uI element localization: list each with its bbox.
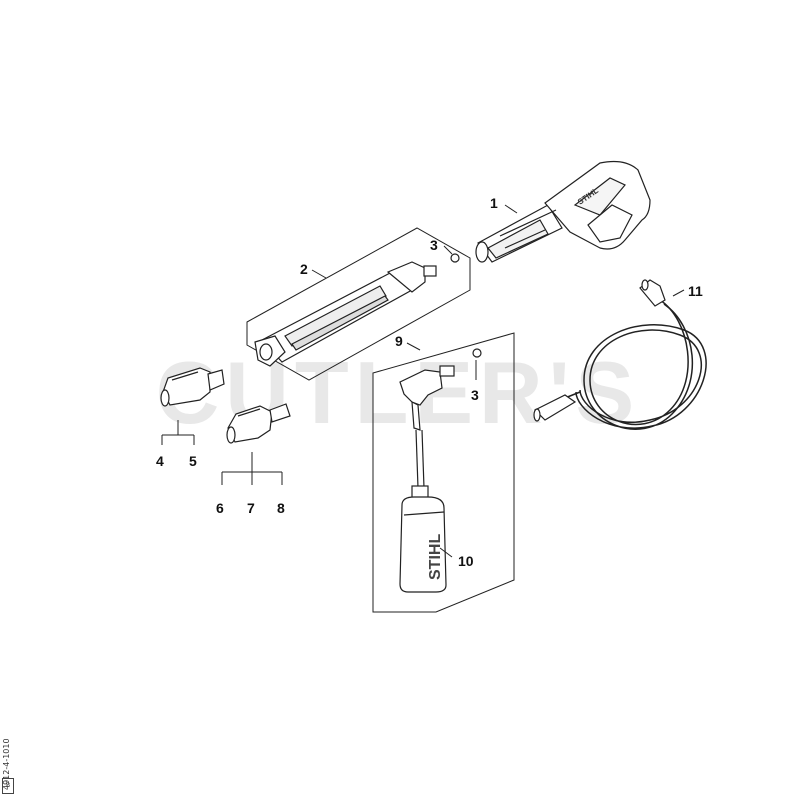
leader-lines	[161, 204, 685, 558]
nozzle-4-5	[160, 367, 225, 407]
callout-10: 10	[458, 553, 474, 569]
foam-cannon	[399, 365, 455, 489]
bottle-brand-label: STIHL	[427, 534, 444, 580]
drawing-code-box: B	[2, 778, 14, 794]
callout-5: 5	[189, 453, 197, 469]
hose-fittings	[533, 279, 666, 422]
callout-9: 9	[395, 333, 403, 349]
o-ring-lower	[472, 348, 482, 358]
nozzle-6-7-8	[226, 403, 291, 444]
spray-gun	[475, 160, 651, 263]
spray-lance	[254, 261, 437, 367]
callout-8: 8	[277, 500, 285, 516]
callout-4: 4	[156, 453, 164, 469]
callout-3-lower: 3	[471, 387, 479, 403]
foam-group-frame	[372, 332, 515, 613]
callout-3-upper: 3	[430, 237, 438, 253]
detergent-bottle	[399, 485, 447, 593]
callout-7: 7	[247, 500, 255, 516]
callout-2: 2	[300, 261, 308, 277]
o-ring-upper	[450, 253, 460, 263]
lance-group-frame	[246, 227, 471, 381]
callout-1: 1	[490, 195, 498, 211]
callout-11: 11	[688, 283, 703, 299]
callout-6: 6	[216, 500, 224, 516]
